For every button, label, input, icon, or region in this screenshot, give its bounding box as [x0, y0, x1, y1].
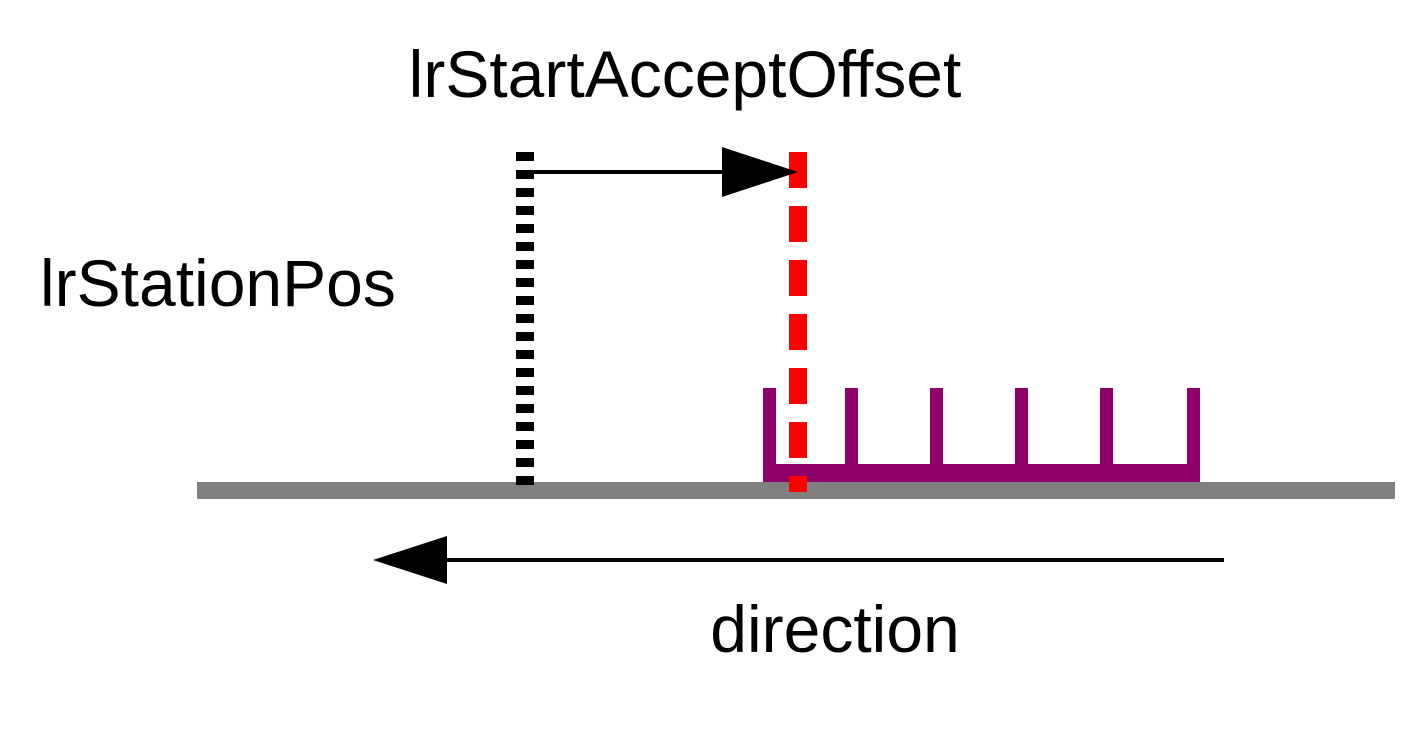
platform-base [763, 464, 1200, 482]
platform-post [1187, 388, 1200, 478]
platform-post [1100, 388, 1113, 478]
platform-post [1015, 388, 1028, 478]
platform-post [763, 388, 776, 478]
platform-post [845, 388, 858, 478]
direction-arrowhead-icon [373, 536, 447, 584]
station-pos-label: lrStationPos [40, 246, 396, 320]
platform-comb [763, 388, 1200, 482]
offset-label: lrStartAcceptOffset [409, 37, 962, 111]
offset-arrowhead-icon [722, 147, 798, 197]
direction-label: direction [710, 592, 959, 666]
platform-post [930, 388, 943, 478]
